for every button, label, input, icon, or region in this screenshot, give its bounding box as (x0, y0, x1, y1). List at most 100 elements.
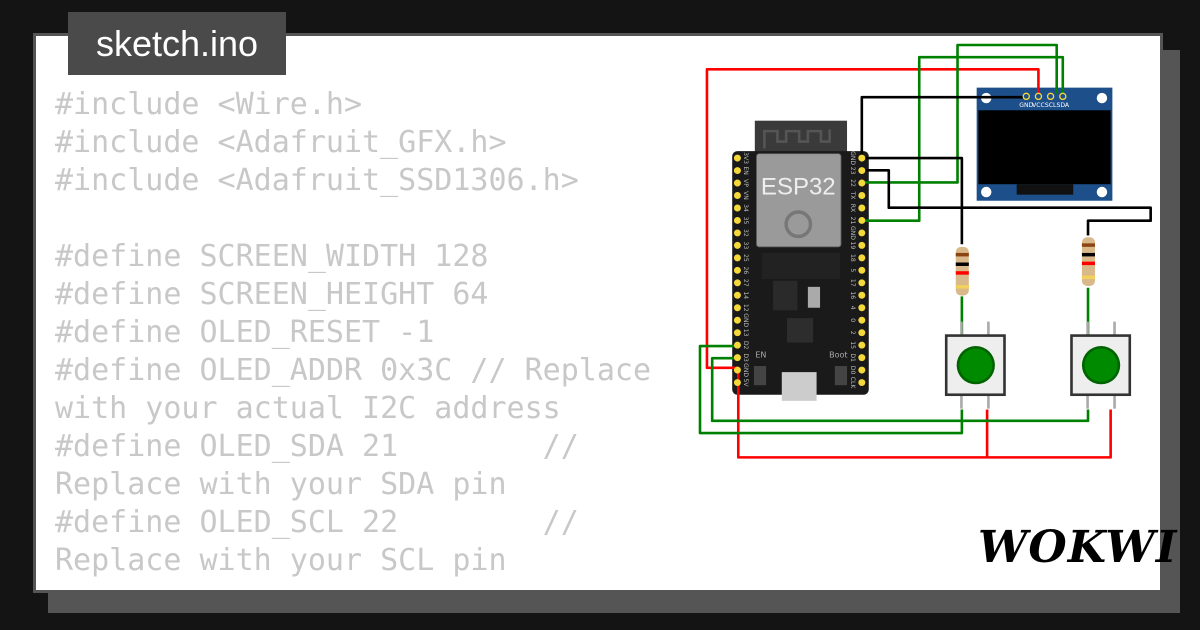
esp32-pin[interactable] (858, 379, 866, 387)
regulator-chip (773, 280, 798, 311)
espressif-logo-icon (784, 210, 813, 239)
esp32-pin[interactable] (858, 192, 866, 199)
wire-gnd-resistor1[interactable] (861, 156, 964, 245)
esp32-pin-label: RX (849, 204, 856, 212)
esp32-pin-label: 14 (742, 291, 749, 299)
esp32-board[interactable]: ESP32 EN Boot (732, 120, 869, 401)
oled-ribbon (1016, 184, 1074, 195)
esp32-pin-label: 22 (849, 179, 856, 187)
esp32-pin[interactable] (858, 179, 866, 187)
wire-gpio22-scl[interactable] (861, 43, 1059, 184)
code-line: #define OLED_SDA 21 // Replace with your… (55, 429, 597, 502)
oled-pin[interactable] (1046, 92, 1055, 101)
code-line: #define SCREEN_HEIGHT 64 (55, 277, 489, 312)
esp32-pin[interactable] (733, 266, 741, 274)
esp32-pin[interactable] (733, 179, 741, 187)
esp32-pin[interactable] (733, 304, 741, 312)
esp32-pin[interactable] (858, 354, 866, 362)
wire-d3-button2[interactable] (710, 356, 1090, 423)
esp32-pin[interactable] (858, 304, 866, 312)
esp32-pin[interactable] (858, 254, 866, 262)
esp32-pin-label: 19 (849, 242, 856, 250)
esp32-pin[interactable] (733, 354, 741, 362)
usb-port (781, 372, 817, 401)
wokwi-logo: WOKWI (978, 522, 1178, 573)
esp32-pin-label: 4 (849, 306, 856, 310)
wire-gnd-resistor2[interactable] (861, 168, 1152, 236)
wire-5v-button2[interactable] (736, 367, 1112, 459)
esp32-pin[interactable] (858, 154, 866, 162)
esp32-pin[interactable] (733, 229, 741, 237)
wire-gnd-oled[interactable] (860, 95, 1024, 157)
oled-screen (978, 110, 1111, 185)
wire-gpio21-sda[interactable] (861, 55, 1065, 223)
pushbutton-2[interactable] (1070, 321, 1132, 409)
esp32-pin[interactable] (858, 366, 866, 374)
esp32-pin[interactable] (733, 291, 741, 299)
esp32-pin[interactable] (858, 279, 866, 287)
sketch-tab-title: sketch.ino (68, 12, 286, 75)
esp32-pin-label: 32 (742, 229, 749, 237)
esp32-pin[interactable] (733, 216, 741, 224)
esp32-pin-label: GND (849, 151, 856, 165)
en-button[interactable] (753, 366, 767, 386)
oled-pin[interactable] (1059, 92, 1067, 101)
code-line: #include <Adafruit_GFX.h> (55, 125, 507, 160)
oled-pin[interactable] (1034, 92, 1043, 101)
esp32-pin[interactable] (733, 341, 741, 349)
esp32-pin-label: 17 (849, 279, 856, 287)
esp32-label: ESP32 (761, 174, 836, 201)
esp32-pin[interactable] (733, 329, 741, 337)
oled-pin-label: GND (1019, 102, 1033, 109)
esp32-pin[interactable] (858, 229, 866, 237)
esp32-pin[interactable] (858, 341, 866, 349)
esp32-pin[interactable] (733, 279, 741, 287)
esp32-pin-label: 5 (849, 268, 856, 272)
boot-label: Boot (829, 350, 847, 359)
resistor-1[interactable] (955, 246, 969, 296)
module-pads (761, 252, 841, 280)
preview-card (33, 33, 1163, 593)
esp32-pin-label: D0 (849, 366, 856, 375)
esp32-pin-label: CLK (849, 377, 856, 390)
esp32-pin[interactable] (733, 167, 741, 175)
esp32-pin-label: VP (742, 179, 749, 187)
esp32-pin-label: 26 (742, 266, 749, 274)
esp32-pin[interactable] (858, 329, 866, 337)
oled-display[interactable] (976, 87, 1113, 201)
esp32-pin[interactable] (858, 241, 866, 249)
esp32-pin[interactable] (733, 204, 741, 212)
esp32-pin-label: 16 (849, 291, 856, 299)
esp32-pin[interactable] (733, 154, 741, 162)
wire-resistor-button[interactable] (960, 287, 1090, 336)
esp32-pin[interactable] (858, 266, 866, 274)
code-line: #define OLED_ADDR 0x3C // Replace with y… (55, 353, 670, 426)
esp32-pin[interactable] (858, 167, 866, 175)
esp32-pin-label: EN (742, 166, 749, 174)
esp32-pin[interactable] (733, 254, 741, 262)
esp32-pin[interactable] (733, 379, 741, 387)
esp32-pin[interactable] (858, 291, 866, 299)
esp32-pin-label: 21 (849, 217, 856, 225)
esp32-pin[interactable] (858, 216, 866, 224)
esp32-pin[interactable] (858, 204, 866, 212)
wire-d2-button1[interactable] (698, 344, 964, 435)
esp32-pin-label: GND (742, 313, 749, 327)
resistor-2[interactable] (1081, 237, 1095, 286)
esp32-pin-label: 33 (742, 242, 749, 250)
boot-button[interactable] (834, 366, 848, 386)
pushbutton-1[interactable] (944, 321, 1006, 409)
esp32-pin-label: 27 (742, 279, 749, 287)
esp32-pin[interactable] (733, 192, 741, 199)
esp32-pin[interactable] (733, 366, 741, 374)
esp32-pin[interactable] (733, 316, 741, 324)
esp32-pin[interactable] (858, 316, 866, 324)
esp32-pin-label: TX (849, 191, 856, 200)
esp32-pin[interactable] (733, 241, 741, 249)
wires (698, 43, 1152, 459)
metal-shield (756, 153, 842, 248)
wire-5v-vcc[interactable] (705, 68, 1040, 370)
code-line: #define SCREEN_WIDTH 128 (55, 239, 489, 274)
oled-pin[interactable] (1022, 92, 1030, 101)
